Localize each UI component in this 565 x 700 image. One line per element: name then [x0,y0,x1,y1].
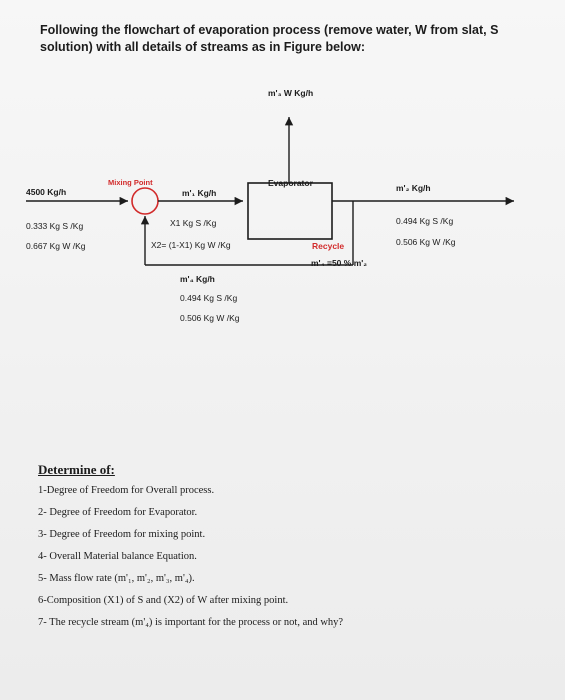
mixed-rate-label: m'₁ Kg/h [182,188,217,198]
product-salt-composition: 0.494 Kg S /Kg [396,216,454,226]
recycle-salt-composition: 0.494 Kg S /Kg [180,293,238,303]
feed-water-composition: 0.667 Kg W /Kg [26,241,86,251]
question-item: 6-Composition (X1) of S and (X2) of W af… [38,595,289,606]
feed-rate-label: 4500 Kg/h [26,187,67,197]
question-item: 1-Degree of Freedom for Overall process. [38,485,215,496]
question-item: 2- Degree of Freedom for Evaporator. [38,507,198,518]
problem-heading: Following the flowchart of evaporation p… [40,23,499,54]
questions-title: Determine of: [38,462,115,477]
question-item: 5- Mass flow rate (m'₁, m'₂, m'₃, m'₄). [38,573,195,584]
product-rate-label: m'₂ Kg/h [396,183,431,193]
questions-section: Determine of: 1-Degree of Freedom for Ov… [38,462,538,638]
recycle-water-composition: 0.506 Kg W /Kg [180,313,240,323]
mixed-x2-composition: X2= (1-X1) Kg W /Kg [151,240,231,250]
flowchart-diagram [26,117,514,266]
question-item: 7- The recycle stream (m'₄) is important… [38,617,344,628]
recycle-relation-label: m'₄ =50 % m'₂ [311,258,368,268]
recycle-label: Recycle [312,241,345,251]
mixing-point-circle [131,187,159,215]
question-item: 3- Degree of Freedom for mixing point. [38,529,206,540]
product-water-composition: 0.506 Kg W /Kg [396,237,456,247]
mixed-x1-composition: X1 Kg S /Kg [170,218,217,228]
question-item: 4- Overall Material balance Equation. [38,551,197,562]
vapor-stream-label: m'₃ W Kg/h [268,88,314,98]
evaporator-label: Evaporator [268,178,313,188]
evaporator-box [247,182,333,240]
feed-salt-composition: 0.333 Kg S /Kg [26,221,84,231]
mixing-point-label: Mixing Point [108,178,153,187]
recycle-rate-label: m'₄ Kg/h [180,274,215,284]
